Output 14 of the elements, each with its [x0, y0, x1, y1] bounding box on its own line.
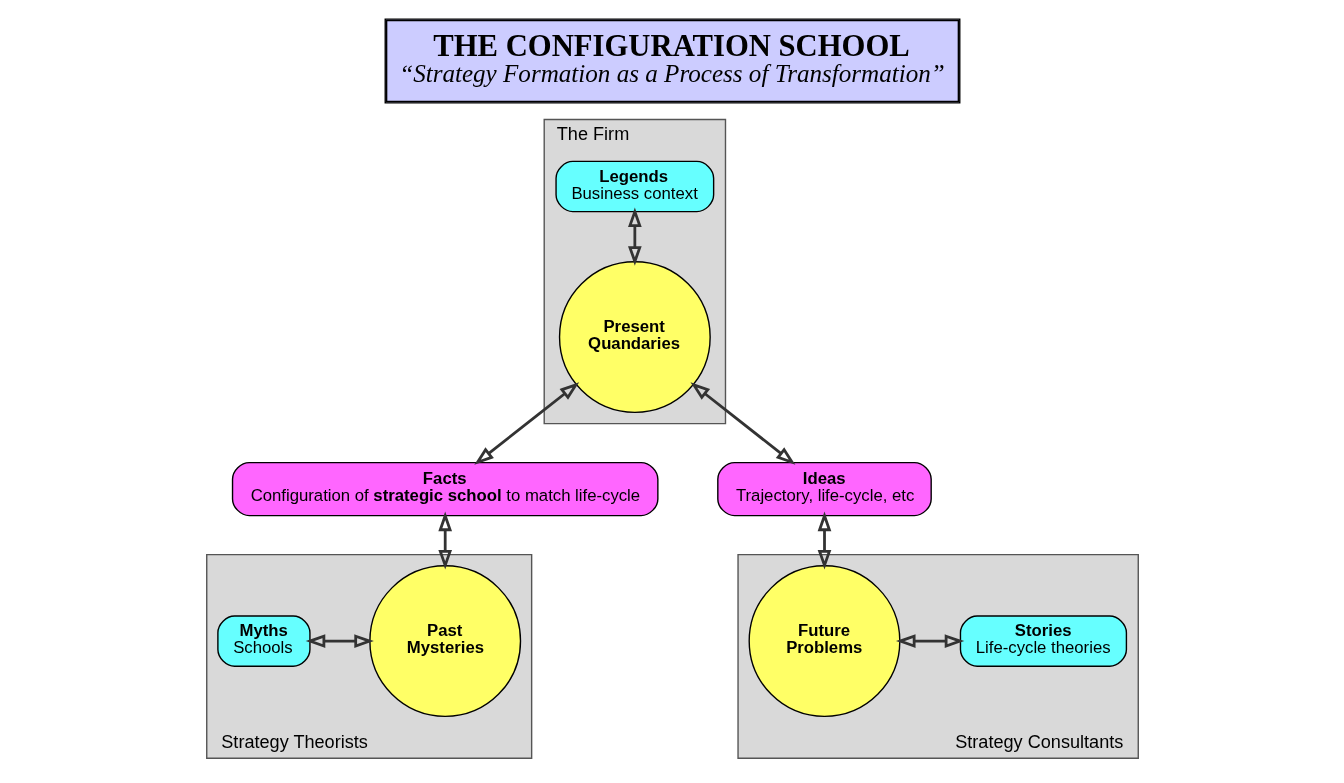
- arrow: [437, 511, 452, 570]
- arrow: [305, 634, 374, 648]
- arrow: [473, 382, 579, 465]
- node-circle: Past Mysteries: [368, 565, 521, 718]
- arrow: [627, 207, 642, 266]
- arrow: [817, 511, 831, 570]
- node-box: Ideas Trajectory, life-cycle, etc: [716, 461, 932, 517]
- node-box: Myths Schools: [216, 615, 311, 667]
- node-box: Legends Business context: [554, 160, 714, 213]
- arrow: [690, 382, 795, 465]
- arrow: [895, 634, 964, 648]
- node-circle: Future Problems: [748, 565, 900, 718]
- node-box: Facts Configuration of strategic school to match life-cycle: [231, 461, 659, 517]
- node-box: Stories Life-cycle theories: [959, 615, 1127, 667]
